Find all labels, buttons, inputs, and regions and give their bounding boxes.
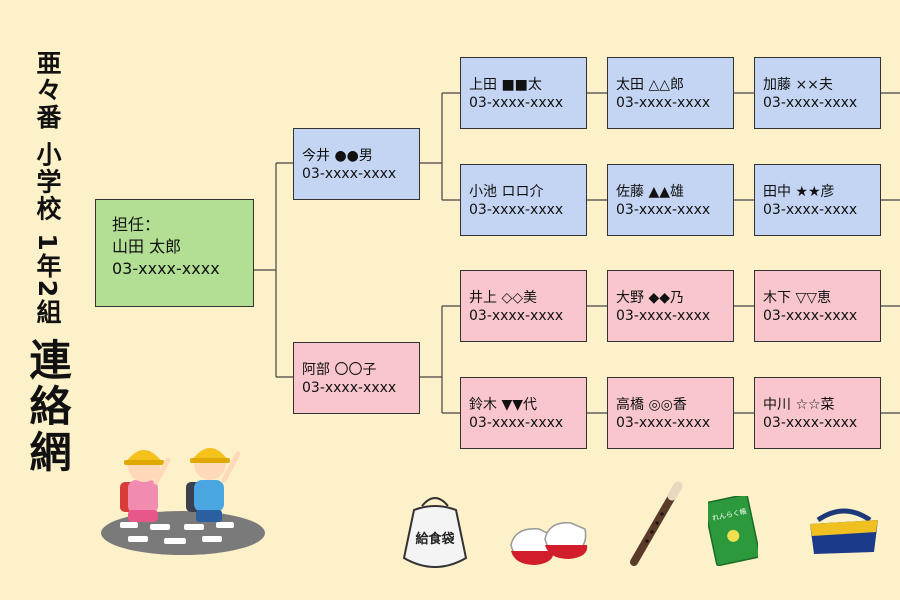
- teacher-role: 担任：: [112, 215, 161, 234]
- member-name: 木下 ▽▽恵: [763, 290, 831, 306]
- teacher-name: 山田 太郎: [112, 237, 182, 256]
- member-name: 田中 ★★彦: [763, 184, 835, 200]
- member-tel: 03-xxxx-xxxx: [469, 202, 564, 218]
- lunch-bag-label: 給食袋: [415, 532, 455, 547]
- lunch-bag-icon: 給食袋: [392, 488, 478, 578]
- member-tel: 03-xxxx-xxxx: [616, 95, 711, 111]
- leader-name: 阿部 〇〇子: [302, 362, 377, 378]
- member-box: 小池 ロロ介 03-xxxx-xxxx: [460, 164, 587, 236]
- leader-tel: 03-xxxx-xxxx: [302, 380, 397, 396]
- member-name: 小池 ロロ介: [469, 184, 544, 200]
- member-box: 大野 ◆◆乃 03-xxxx-xxxx: [607, 270, 734, 342]
- member-box: 井上 ◇◇美 03-xxxx-xxxx: [460, 270, 587, 342]
- member-box: 加藤 ××夫 03-xxxx-xxxx: [754, 57, 881, 129]
- member-tel: 03-xxxx-xxxx: [763, 95, 858, 111]
- member-name: 中川 ☆☆菜: [763, 397, 835, 413]
- member-tel: 03-xxxx-xxxx: [469, 95, 564, 111]
- indoor-shoes-icon: [510, 522, 588, 565]
- member-box: 木下 ▽▽恵 03-xxxx-xxxx: [754, 270, 881, 342]
- member-tel: 03-xxxx-xxxx: [763, 308, 858, 324]
- leader-box-girls: 阿部 〇〇子 03-xxxx-xxxx: [293, 342, 420, 414]
- member-box: 佐藤 ▲▲雄 03-xxxx-xxxx: [607, 164, 734, 236]
- member-tel: 03-xxxx-xxxx: [763, 415, 858, 431]
- school-class-title: 亜々番 小学校 1年2組: [33, 49, 62, 327]
- member-tel: 03-xxxx-xxxx: [469, 415, 564, 431]
- member-tel: 03-xxxx-xxxx: [616, 202, 711, 218]
- title-column: 亜々番 小学校 1年2組 連絡網: [22, 48, 72, 476]
- member-name: 太田 △△郎: [616, 77, 684, 93]
- member-name: 井上 ◇◇美: [469, 290, 537, 306]
- recorder-icon: [630, 481, 683, 566]
- member-tel: 03-xxxx-xxxx: [469, 308, 564, 324]
- member-name: 上田 ■■太: [469, 77, 542, 93]
- member-tel: 03-xxxx-xxxx: [616, 308, 711, 324]
- member-name: 大野 ◆◆乃: [616, 290, 684, 306]
- main-title: 連絡網: [23, 338, 72, 476]
- member-tel: 03-xxxx-xxxx: [616, 415, 711, 431]
- leader-name: 今井 ●●男: [302, 148, 373, 164]
- teacher-tel: 03-xxxx-xxxx: [112, 259, 220, 278]
- member-box: 田中 ★★彦 03-xxxx-xxxx: [754, 164, 881, 236]
- member-box: 中川 ☆☆菜 03-xxxx-xxxx: [754, 377, 881, 449]
- member-box: 高橋 ◎◎香 03-xxxx-xxxx: [607, 377, 734, 449]
- member-name: 鈴木 ▼▼代: [469, 397, 537, 413]
- member-box: 太田 △△郎 03-xxxx-xxxx: [607, 57, 734, 129]
- leader-tel: 03-xxxx-xxxx: [302, 166, 397, 182]
- notebook-icon: れんらく帳: [708, 496, 758, 566]
- member-box: 鈴木 ▼▼代 03-xxxx-xxxx: [460, 377, 587, 449]
- leader-box-boys: 今井 ●●男 03-xxxx-xxxx: [293, 128, 420, 200]
- children-crosswalk-illustration: [101, 448, 265, 555]
- lunch-basket-icon: [810, 508, 878, 554]
- teacher-box: 担任： 山田 太郎 03-xxxx-xxxx: [95, 199, 254, 307]
- member-name: 高橋 ◎◎香: [616, 397, 687, 413]
- member-box: 上田 ■■太 03-xxxx-xxxx: [460, 57, 587, 129]
- member-name: 佐藤 ▲▲雄: [616, 184, 684, 200]
- member-tel: 03-xxxx-xxxx: [763, 202, 858, 218]
- member-name: 加藤 ××夫: [763, 77, 833, 93]
